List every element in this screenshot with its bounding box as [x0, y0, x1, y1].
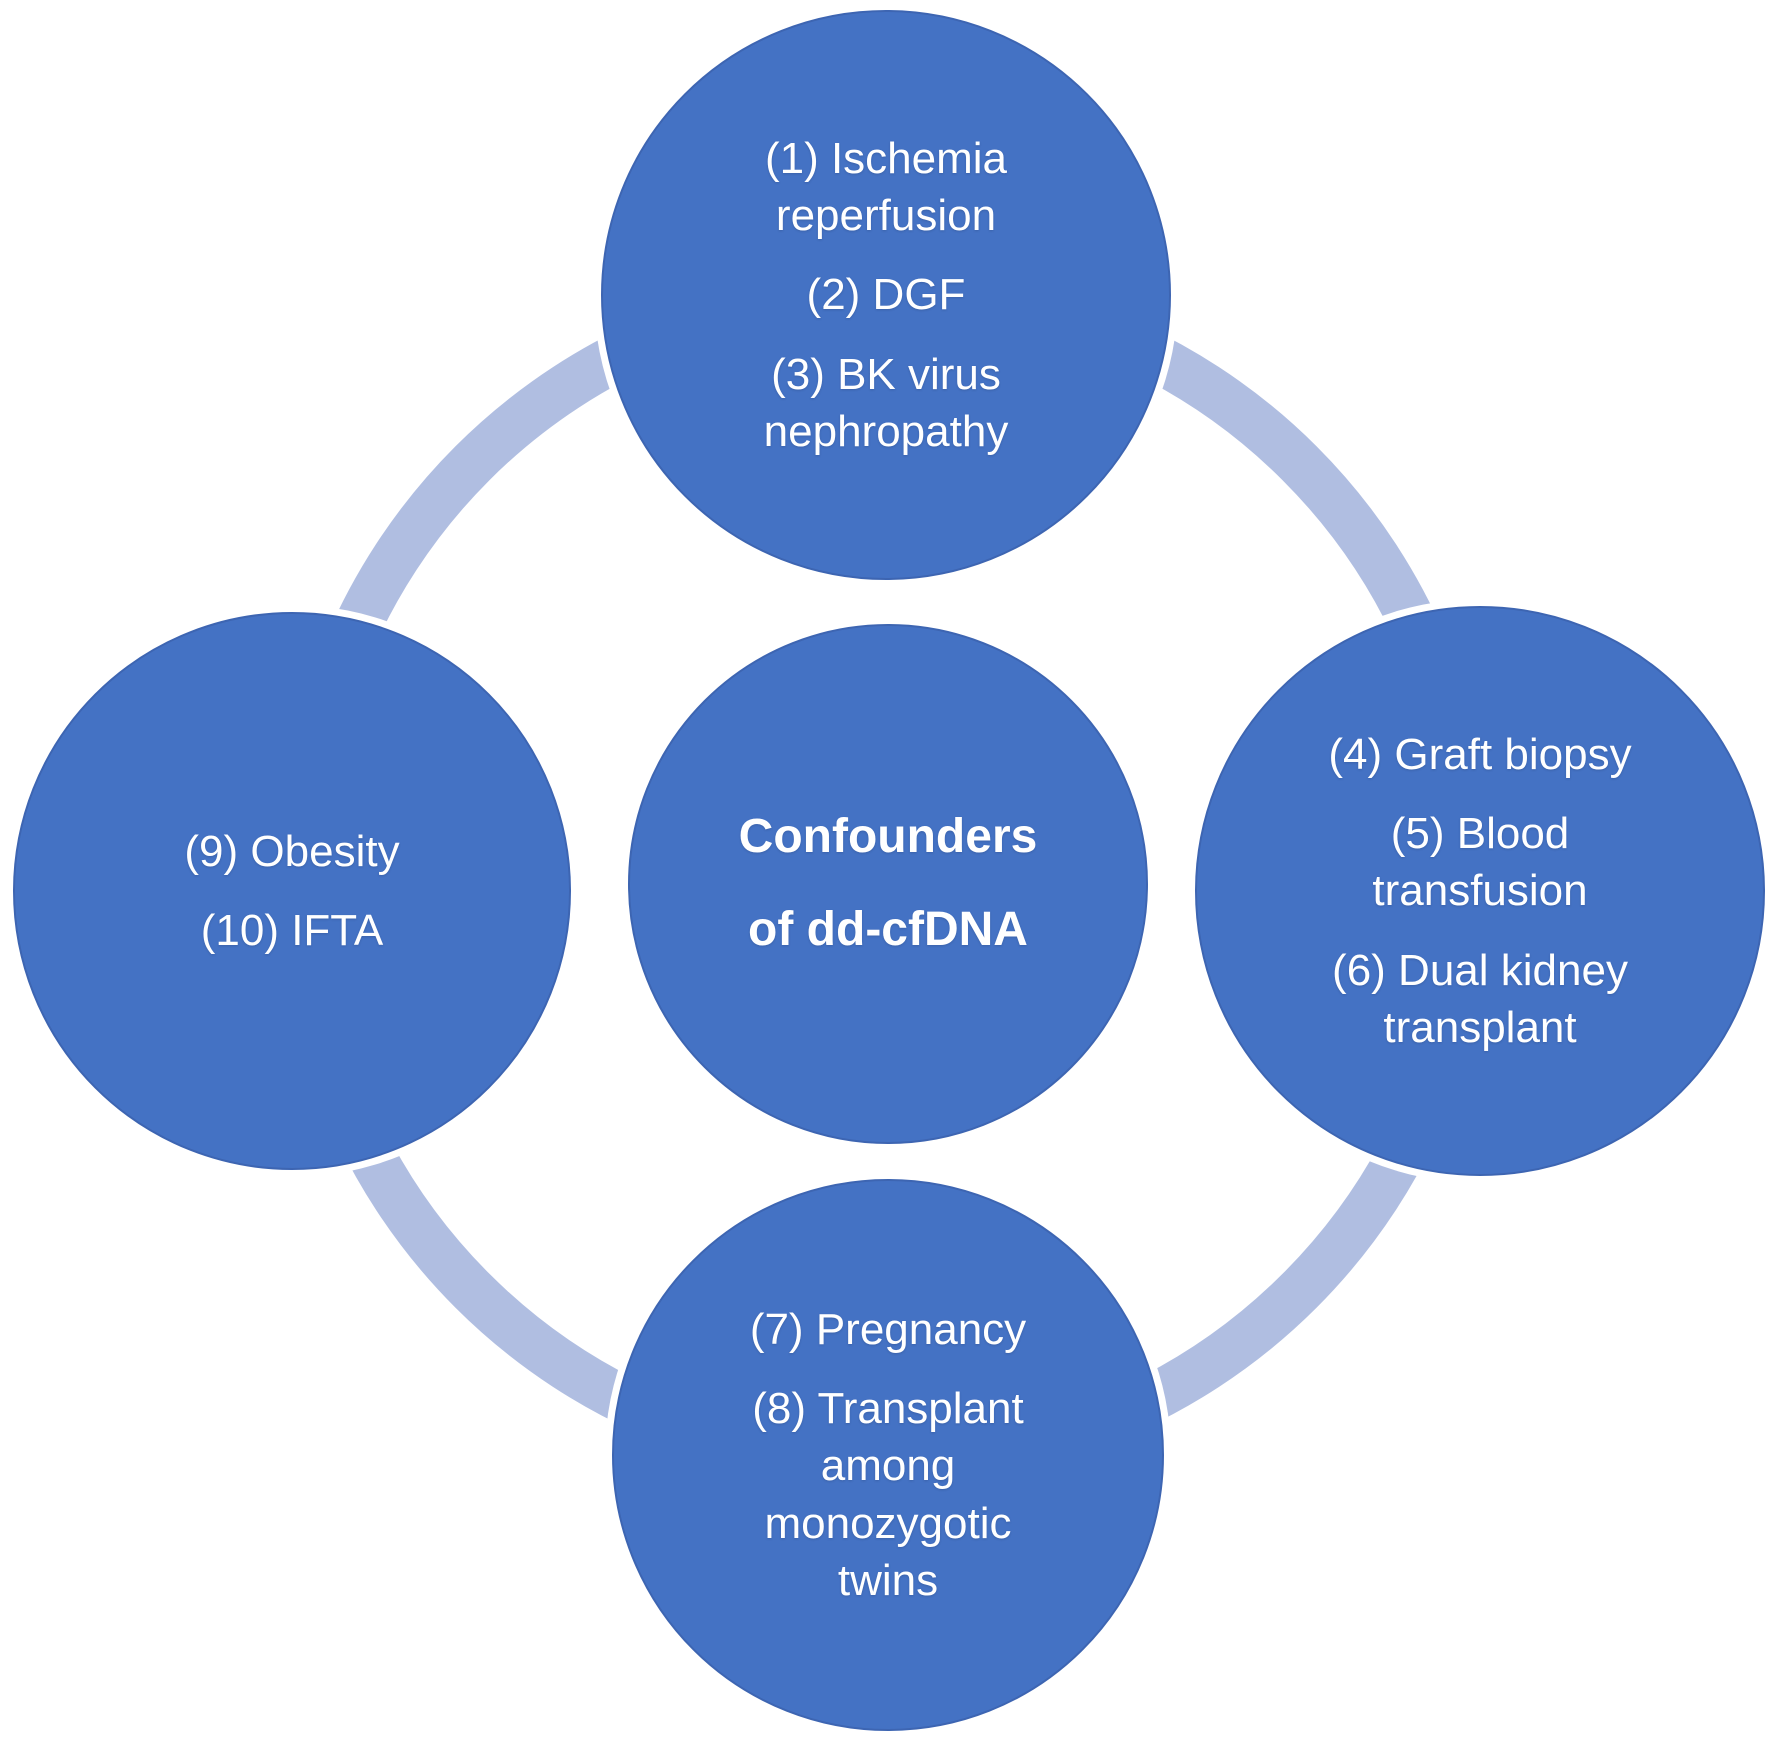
node-text-item: (1) Ischemia reperfusion: [765, 130, 1007, 244]
node-text-line: transfusion: [1372, 866, 1588, 916]
top-circle-confounders-1-3: (1) Ischemia reperfusion (2) DGF (3) BK vir…: [601, 10, 1171, 580]
node-text-line: among: [820, 1441, 956, 1491]
node-text-line: (5) Blood: [1390, 809, 1570, 859]
node-text-line: (2) DGF: [806, 270, 966, 320]
left-circle-confounders-9-10: (9) Obesity (10) IFTA: [13, 612, 571, 1170]
node-text-item: (3) BK virus nephropathy: [764, 346, 1009, 460]
node-text-item: (4) Graft biopsy: [1328, 726, 1631, 783]
node-text-line: (4) Graft biopsy: [1328, 730, 1632, 780]
node-text-line: Confounders: [738, 810, 1038, 864]
node-text-item: of dd-cfDNA: [748, 903, 1028, 957]
node-text-line: (9) Obesity: [184, 826, 400, 876]
center-hub-circle: Confounders of dd-cfDNA: [628, 624, 1148, 1144]
node-text-line: reperfusion: [775, 191, 997, 241]
right-circle-confounders-4-6: (4) Graft biopsy (5) Blood transfusion (6) …: [1195, 606, 1765, 1176]
bottom-circle-confounders-7-8: (7) Pregnancy (8) Transplant among monozygo…: [612, 1179, 1164, 1731]
node-text-item: (10) IFTA: [201, 902, 384, 959]
node-text-line: (10) IFTA: [200, 906, 384, 955]
node-text-line: (1) Ischemia: [764, 134, 1008, 184]
node-text-line: (3) BK virus: [771, 349, 1001, 399]
node-text-line: twins: [837, 1555, 939, 1605]
node-text-line: monozygotic: [764, 1498, 1012, 1548]
node-text-line: of dd-cfDNA: [748, 903, 1028, 956]
node-text-item: (7) Pregnancy: [750, 1301, 1026, 1358]
node-text-item: (9) Obesity: [184, 823, 399, 880]
node-text-line: transplant: [1383, 1002, 1577, 1052]
node-text-item: (6) Dual kidney transplant: [1332, 942, 1628, 1056]
node-text-line: (8) Transplant: [752, 1384, 1024, 1434]
node-text-line: (7) Pregnancy: [749, 1305, 1027, 1355]
node-text-line: (6) Dual kidney: [1332, 945, 1628, 995]
node-text-item: (8) Transplant among monozygotic twins: [752, 1380, 1023, 1609]
node-text-item: (2) DGF: [807, 266, 966, 323]
node-text-line: nephropathy: [763, 406, 1009, 456]
node-text-item: (5) Blood transfusion: [1372, 805, 1587, 919]
node-text-item: Confounders: [738, 810, 1038, 864]
